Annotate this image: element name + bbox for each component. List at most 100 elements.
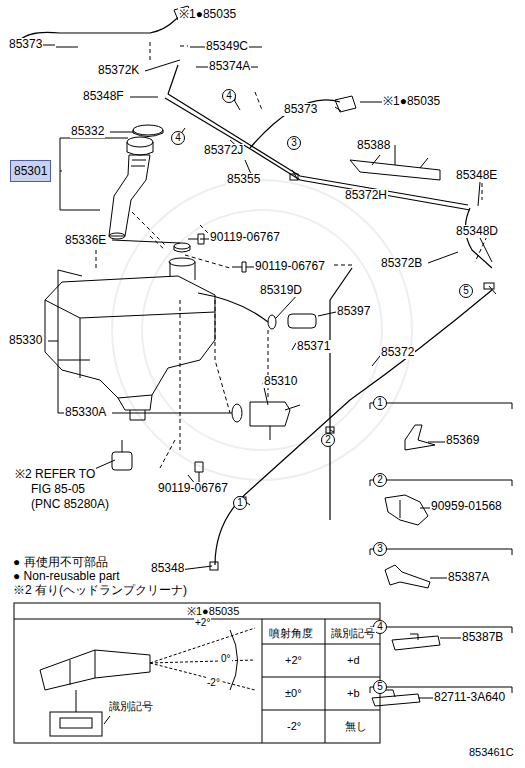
table-cell: -2° — [206, 676, 221, 689]
assembly-number: 85330 — [8, 334, 43, 347]
part-number: 85372B — [380, 257, 423, 270]
pump-motor — [232, 404, 242, 422]
hose — [198, 293, 268, 322]
washer-tank — [45, 276, 215, 398]
callout-circle: 3 — [287, 136, 301, 150]
hose-clamp — [210, 562, 218, 570]
hose-clamp — [484, 283, 494, 289]
hose-bracket-85388 — [350, 155, 440, 180]
part-number: 85332 — [70, 125, 105, 138]
part-number: 85372 — [380, 346, 415, 359]
part-number: 90119-06767 — [209, 231, 281, 244]
watermark-seal — [112, 180, 412, 480]
callout-bracket — [370, 403, 512, 409]
part-number: 85369 — [445, 434, 480, 447]
leader-line — [90, 460, 212, 570]
dashed-guide — [150, 40, 188, 60]
callout-number: 1 — [237, 497, 243, 508]
callout-circle: 4 — [222, 89, 236, 103]
leader-line — [40, 45, 492, 698]
note: FIG 85-05 — [30, 483, 86, 496]
leader-line — [112, 356, 380, 413]
pump-motor — [250, 402, 300, 440]
callout-circle: 3 — [373, 542, 387, 556]
callout-number: 2 — [377, 474, 383, 485]
leader-line — [428, 182, 492, 263]
nozzle-spray-figure — [40, 628, 255, 736]
part-number: 85348D — [455, 225, 499, 238]
part-number: ※1●85035 — [382, 95, 441, 108]
nozzle — [174, 6, 356, 112]
clip — [405, 425, 435, 450]
clip — [385, 565, 430, 588]
callout-number: 2 — [325, 434, 331, 445]
table-cell: -2° — [286, 720, 302, 733]
callout-number: 4 — [377, 621, 383, 632]
dashed-guide — [96, 236, 268, 413]
part-number: 85373 — [283, 103, 318, 116]
hose-clamp — [176, 95, 496, 570]
nozzle-spray-figure — [150, 628, 255, 690]
filler-neck — [109, 233, 125, 239]
hose — [20, 13, 492, 565]
table-cell: ±0° — [284, 687, 303, 700]
part-number: 85348 — [150, 562, 185, 575]
part-number: 85388 — [356, 139, 391, 152]
nozzle-spray-figure — [60, 718, 92, 728]
part-number: 85336E — [64, 234, 107, 247]
callout-number: 3 — [377, 543, 383, 554]
nozzle-spray-figure — [76, 690, 110, 724]
part-number: 85310 — [263, 375, 298, 388]
filler-cap — [133, 130, 163, 137]
part-number: 85374A — [208, 60, 251, 73]
dashed-guide — [96, 40, 490, 468]
part-number: 85372J — [203, 144, 244, 157]
callout-circle: 4 — [171, 131, 185, 145]
part-number: 85330A — [64, 406, 107, 419]
note: ※2 REFER TO — [14, 468, 96, 481]
part-number: 85372K — [97, 64, 140, 77]
part-number: 85371 — [296, 340, 331, 353]
hose — [329, 300, 330, 520]
part-number: 85348F — [82, 90, 125, 103]
part-number: 90119-06767 — [254, 260, 326, 273]
highlighted-part-box: 85301 — [10, 160, 51, 182]
callout-circle: 5 — [459, 284, 473, 298]
part-number: 85373 — [8, 38, 43, 51]
note: ● 再使用不可部品 — [12, 556, 109, 569]
callout-circle: 5 — [373, 680, 387, 694]
hose-clamp — [176, 98, 496, 505]
clip — [372, 425, 440, 706]
washer-tank — [174, 246, 190, 252]
part-number: 85348E — [455, 169, 498, 182]
angle-table — [14, 603, 380, 743]
head-lamp-cleaner-pump — [112, 440, 132, 470]
part-number: 85319D — [259, 284, 303, 297]
callout-number: 5 — [377, 681, 383, 692]
table-cell: +2° — [284, 654, 303, 667]
bolt — [195, 462, 203, 482]
leader-line — [335, 102, 382, 111]
note: ※2 有り(ヘッドランプクリーナ) — [12, 584, 188, 597]
part-number: 85301 — [14, 164, 47, 178]
head-lamp-cleaner-pump — [122, 440, 123, 452]
clip — [385, 495, 428, 525]
table-cell: +2° — [194, 616, 211, 629]
filler-neck — [127, 137, 153, 147]
washer-tank — [174, 243, 190, 249]
clip — [392, 634, 440, 650]
table-cell: 識別記号 — [108, 700, 154, 713]
pump-motor — [232, 314, 316, 440]
callout-bracket — [370, 403, 512, 693]
callout-number: 3 — [291, 137, 297, 148]
filler-neck — [127, 142, 153, 155]
watermark-seal — [142, 210, 382, 450]
washer-tank — [45, 243, 215, 420]
hose — [20, 20, 175, 40]
pump-motor — [288, 314, 316, 328]
hose — [250, 100, 340, 148]
callout-number: 5 — [463, 285, 469, 296]
part-number: 85372H — [344, 189, 388, 202]
hose — [168, 94, 468, 205]
